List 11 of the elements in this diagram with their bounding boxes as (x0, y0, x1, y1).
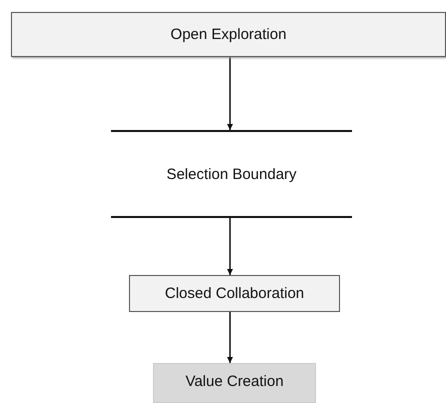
arrow (227, 218, 233, 275)
process-box (129, 275, 340, 312)
arrow (227, 57, 233, 130)
boundary-band (111, 130, 352, 218)
node-label: Open Exploration (170, 26, 286, 43)
result-box (153, 363, 316, 403)
process-box (11, 12, 446, 57)
arrow (227, 312, 233, 363)
node-label: Closed Collaboration (164, 285, 304, 302)
node-label: Selection Boundary (166, 166, 297, 182)
node-label: Value Creation (185, 373, 284, 390)
